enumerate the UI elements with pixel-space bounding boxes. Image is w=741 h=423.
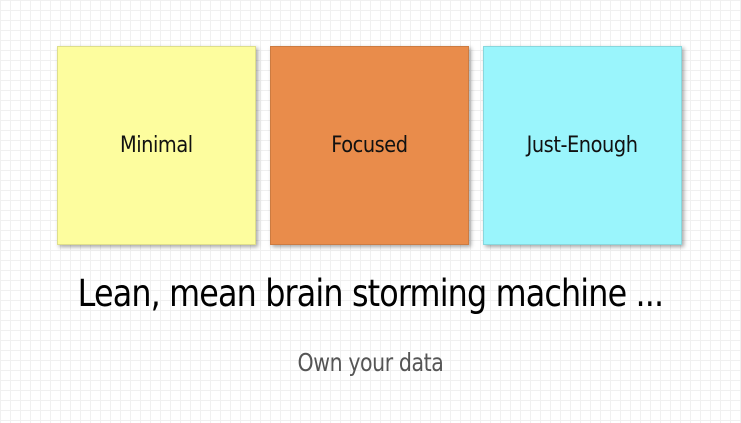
sticky-note-focused[interactable]: Focused	[270, 46, 469, 245]
tagline: Own your data	[297, 348, 444, 377]
sticky-note-label: Just-Enough	[527, 133, 638, 158]
sticky-notes-row: Minimal Focused Just-Enough	[57, 46, 682, 245]
sticky-note-label: Minimal	[120, 133, 193, 158]
headline: Lean, mean brain storming machine ...	[77, 272, 665, 315]
sticky-note-minimal[interactable]: Minimal	[57, 46, 256, 245]
sticky-note-just-enough[interactable]: Just-Enough	[483, 46, 682, 245]
sticky-note-label: Focused	[331, 133, 408, 158]
